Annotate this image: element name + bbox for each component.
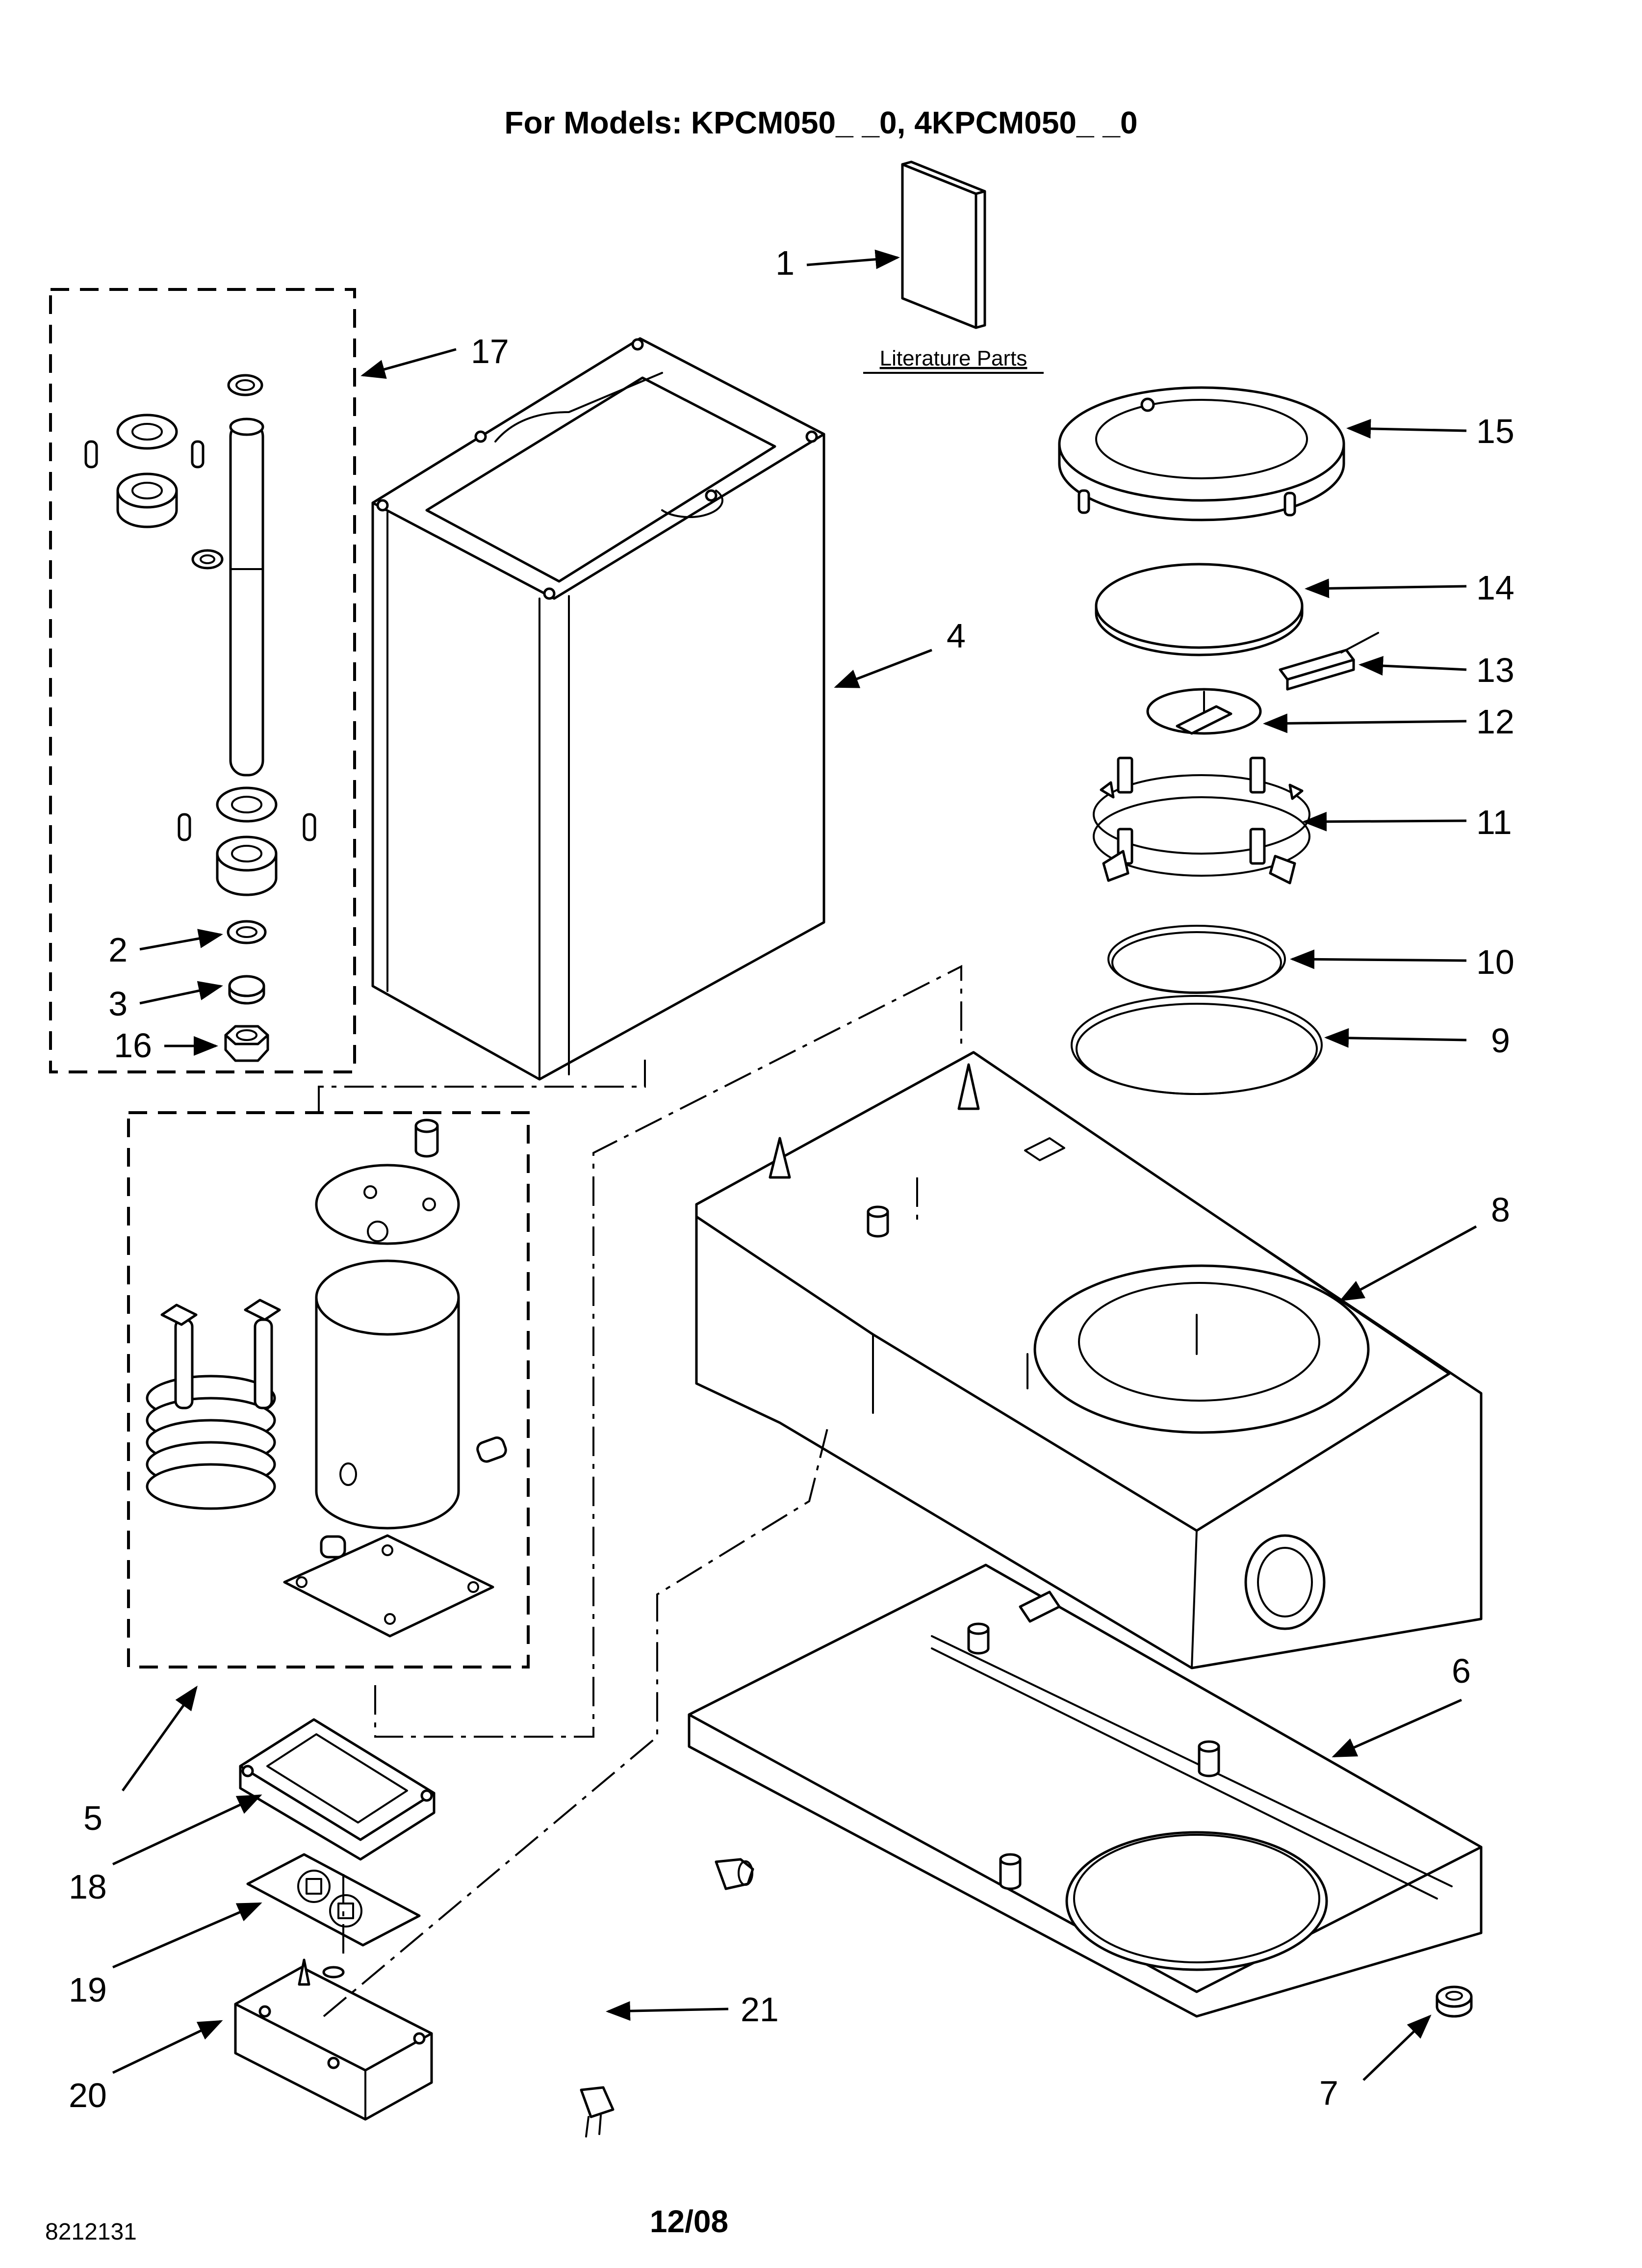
part-16-nut — [224, 1025, 269, 1062]
part-10-gasket — [1107, 925, 1286, 994]
literature-caption: Literature Parts — [880, 346, 1027, 370]
part-20-switch-box — [234, 1958, 433, 2121]
part-2-washer — [227, 920, 267, 944]
part-13-bar — [1279, 632, 1379, 691]
callout-15: 15 — [1476, 412, 1514, 450]
assembly-5-box — [127, 1111, 530, 1668]
callout-10: 10 — [1476, 943, 1514, 981]
part-9-gasket — [1071, 995, 1323, 1095]
connection-lines — [318, 965, 962, 2017]
callout-14: 14 — [1476, 569, 1514, 607]
part-14-disc — [1095, 563, 1304, 656]
callout-9: 9 — [1491, 1021, 1510, 1060]
callout-20: 20 — [69, 2076, 107, 2114]
part-6-bottom-plate — [688, 1564, 1483, 2018]
callout-7: 7 — [1319, 2074, 1338, 2112]
callout-3: 3 — [108, 985, 128, 1023]
callout-4: 4 — [947, 617, 966, 655]
callout-6: 6 — [1452, 1652, 1471, 1690]
part-7-foot — [1436, 1985, 1473, 2018]
part-17-components — [84, 374, 316, 896]
callout-8: 8 — [1491, 1191, 1510, 1229]
callout-5: 5 — [83, 1799, 103, 1837]
callout-2: 2 — [108, 931, 128, 969]
callout-11: 11 — [1476, 803, 1512, 841]
part-11-frame — [1093, 756, 1310, 885]
part-3-seal — [228, 975, 265, 1005]
callout-1: 1 — [775, 244, 795, 282]
callout-17: 17 — [471, 332, 509, 370]
part-15-ring — [1058, 386, 1345, 521]
callout-13: 13 — [1476, 651, 1514, 689]
callout-19: 19 — [69, 1971, 107, 2009]
callout-21: 21 — [741, 1990, 779, 2029]
callout-12: 12 — [1476, 703, 1514, 741]
revision-date: 12/08 — [650, 2204, 728, 2239]
doc-number: 8212131 — [45, 2219, 137, 2245]
part-8-base-housing — [695, 1051, 1483, 1669]
part-12-valve — [1146, 688, 1262, 735]
callouts: 1 17 2 3 16 4 5 6 7 8 9 10 11 12 13 14 1 — [69, 244, 1514, 2114]
part-4-reservoir — [371, 337, 825, 1081]
callout-16: 16 — [114, 1026, 152, 1065]
part-5-components — [146, 1119, 507, 1638]
part-literature: Literature Parts — [863, 160, 1044, 374]
part-19-switch-plate — [246, 1853, 421, 1947]
page-title: For Models: KPCM050_ _0, 4KPCM050_ _0 — [504, 105, 1137, 140]
callout-18: 18 — [69, 1868, 107, 1906]
part-18-switch-cover — [239, 1718, 436, 1861]
assembly-17-box — [49, 288, 356, 1073]
part-21-power-cord — [580, 1851, 754, 2138]
